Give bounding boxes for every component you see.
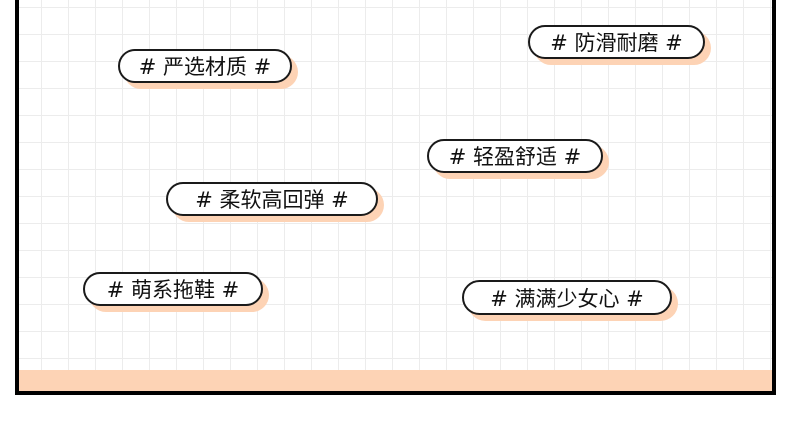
peach-band <box>19 370 772 391</box>
tag-girly-heart: # 满满少女心 # <box>462 280 672 315</box>
tag-soft-rebound: # 柔软高回弹 # <box>166 182 378 216</box>
tag-cute-slippers: # 萌系拖鞋 # <box>83 272 263 306</box>
tag-lightweight: # 轻盈舒适 # <box>427 139 603 173</box>
tag-anti-slip: # 防滑耐磨 # <box>528 25 705 59</box>
tag-premium-material: # 严选材质 # <box>118 49 292 83</box>
